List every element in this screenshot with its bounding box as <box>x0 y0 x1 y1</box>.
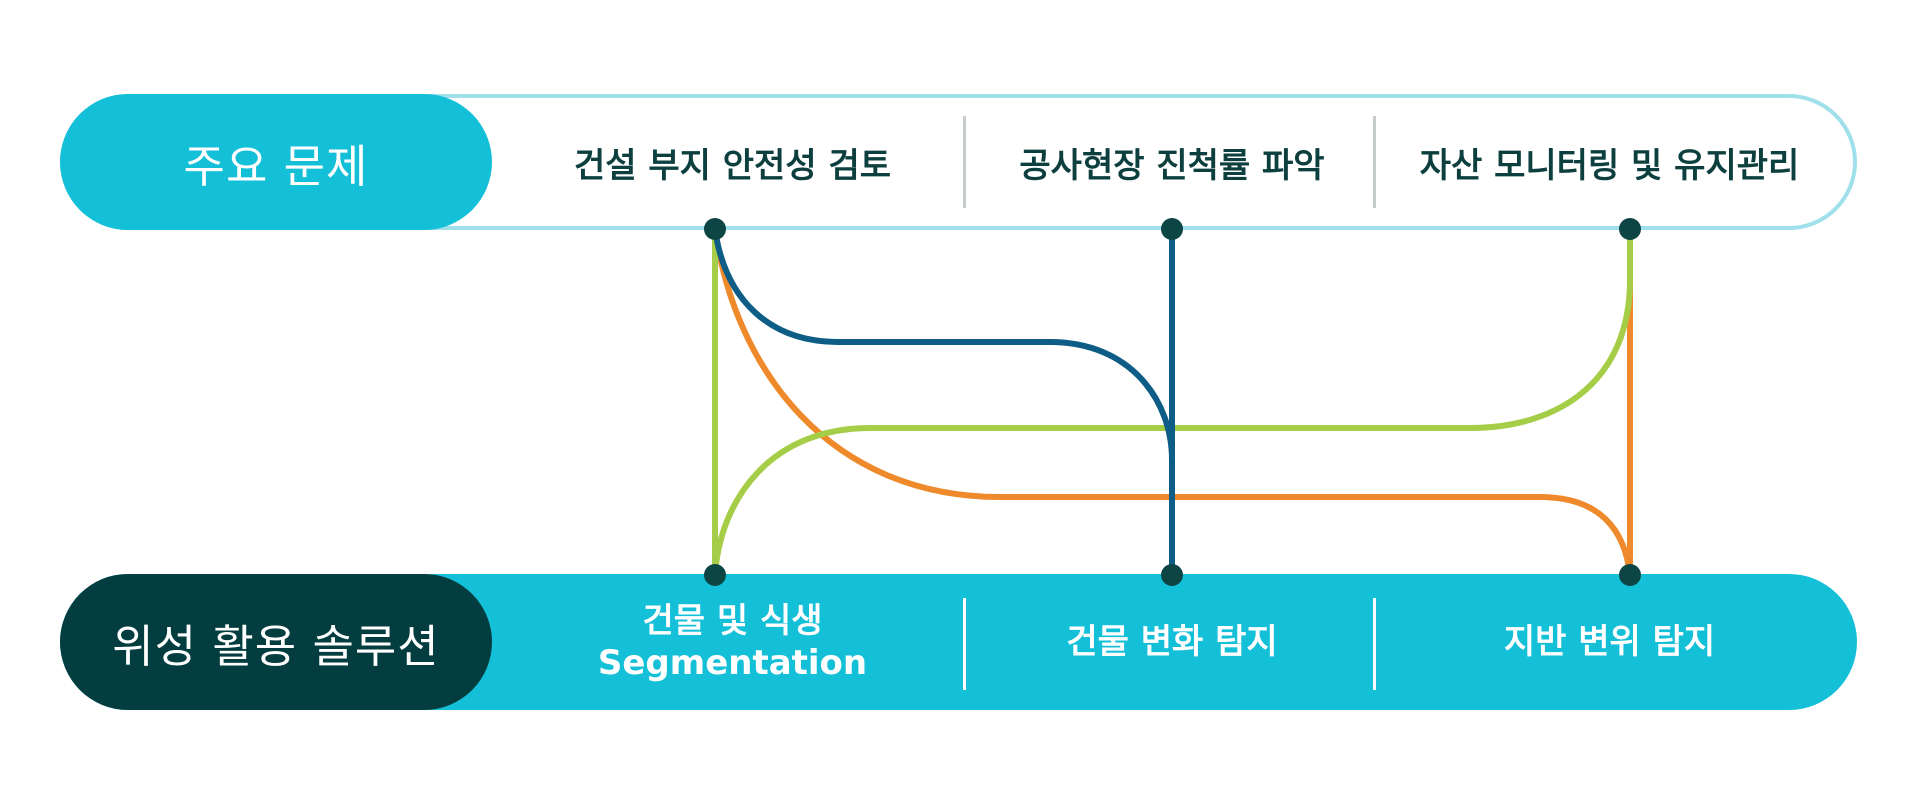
problems-divider <box>963 116 966 208</box>
node-problem-asset-monitoring <box>1619 218 1641 240</box>
node-solution-change-detection <box>1161 564 1183 586</box>
solution-segmentation-line2: Segmentation <box>597 643 868 683</box>
problem-asset-monitoring: 자산 모니터링 및 유지관리 <box>1419 145 1800 186</box>
problem-site-safety-review: 건설 부지 안전성 검토 <box>573 145 892 186</box>
link-asset-monitoring-to-segmentation <box>712 226 1633 578</box>
solutions-header: 위성 활용 솔루션 <box>60 574 492 710</box>
solution-segmentation: 건물 및 식생 Segmentation <box>500 574 965 710</box>
node-solution-ground-displacement <box>1619 564 1641 586</box>
solution-ground-displacement-label: 지반 변위 탐지 <box>1503 621 1716 662</box>
node-problem-construction-progress <box>1161 218 1183 240</box>
problems-divider <box>1373 116 1376 208</box>
solution-segmentation-line1: 건물 및 식생 <box>642 600 823 641</box>
link-site-safety-to-change-detection <box>712 226 1175 578</box>
problems-header: 주요 문제 <box>60 94 492 230</box>
solutions-divider <box>1373 598 1376 690</box>
solution-building-change-detection: 건물 변화 탐지 <box>967 574 1377 710</box>
solution-building-change-label: 건물 변화 탐지 <box>1066 621 1278 662</box>
node-problem-site-safety <box>704 218 726 240</box>
solutions-divider <box>963 598 966 690</box>
problem-construction-progress: 공사현장 진척률 파악 <box>1019 145 1325 186</box>
node-solution-segmentation <box>704 564 726 586</box>
solution-ground-displacement-detection: 지반 변위 탐지 <box>1377 574 1842 710</box>
link-site-safety-to-ground-displacement <box>712 226 1633 578</box>
